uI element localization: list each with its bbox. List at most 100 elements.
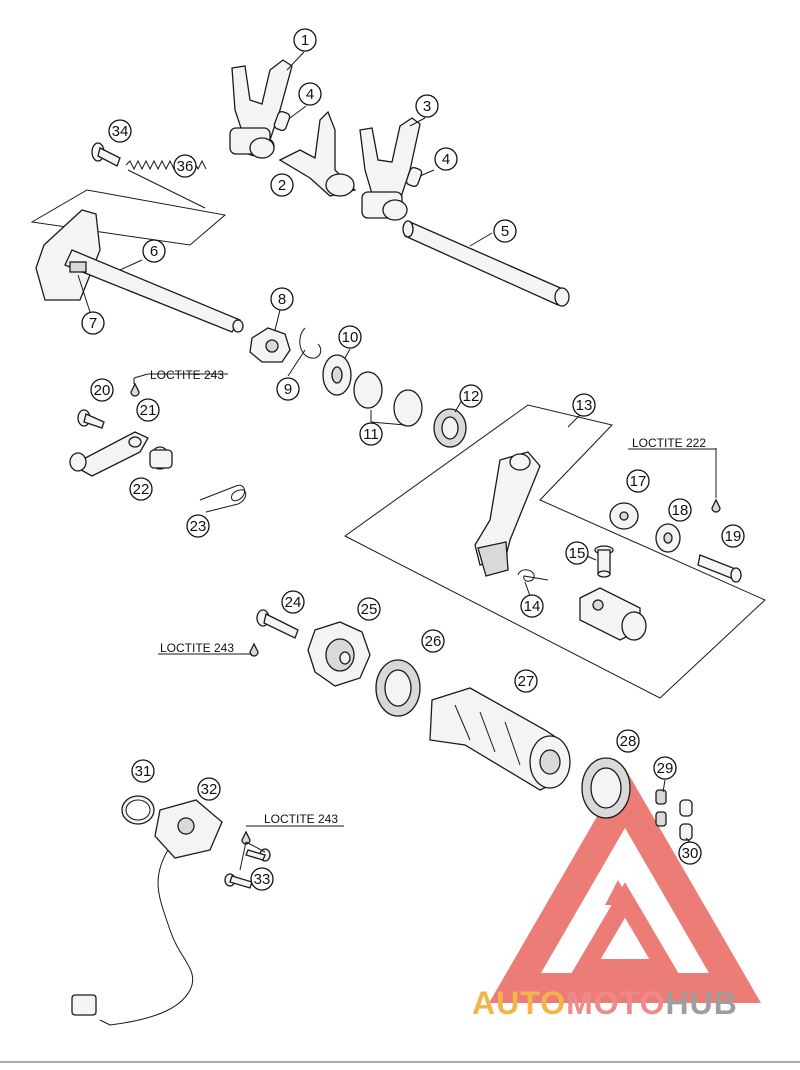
svg-text:4: 4 xyxy=(442,151,450,168)
wordmark-auto: AUTO xyxy=(472,985,566,1021)
dowel-pins-29 xyxy=(655,789,667,827)
svg-text:3: 3 xyxy=(423,98,431,115)
shift-drum-cam-25 xyxy=(307,621,371,687)
shift-shaft-group-box xyxy=(30,189,227,246)
gear-sensor-32 xyxy=(71,799,223,1026)
svg-text:18: 18 xyxy=(672,502,689,519)
callout-2: 2 xyxy=(270,173,294,197)
loctite-drop-20 xyxy=(130,382,140,397)
callout-27: 27 xyxy=(514,669,538,693)
loctite-label-20: LOCTITE 243 xyxy=(150,368,224,382)
washer-17 xyxy=(609,502,639,530)
svg-text:19: 19 xyxy=(725,528,742,545)
callout-12: 12 xyxy=(459,384,483,408)
spring-14 xyxy=(517,569,549,582)
svg-text:33: 33 xyxy=(254,871,271,888)
svg-text:21: 21 xyxy=(140,402,157,419)
callout-13: 13 xyxy=(572,393,596,417)
oil-seal-12 xyxy=(433,408,467,448)
svg-text:1: 1 xyxy=(301,32,309,49)
bolt-20 xyxy=(77,409,105,429)
svg-text:AUTOMOTOHUB: AUTOMOTOHUB xyxy=(472,985,738,1021)
callout-33: 33 xyxy=(250,867,274,891)
bearing-28 xyxy=(581,757,631,819)
callout-4b: 4 xyxy=(434,147,458,171)
washer-10 xyxy=(322,354,352,396)
svg-text:8: 8 xyxy=(278,291,286,308)
callout-32: 32 xyxy=(197,777,221,801)
wordmark-hub: HUB xyxy=(665,985,737,1021)
svg-text:11: 11 xyxy=(363,426,379,443)
svg-text:2: 2 xyxy=(278,177,286,194)
callout-19: 19 xyxy=(721,524,745,548)
shift-fork-2 xyxy=(278,110,357,197)
circlip-9 xyxy=(299,327,322,359)
callout-8: 8 xyxy=(270,287,294,311)
callout-36: 36 xyxy=(173,154,197,178)
callout-24: 24 xyxy=(281,590,305,614)
callout-26: 26 xyxy=(421,629,445,653)
bolt-19 xyxy=(697,554,742,583)
needle-bearing-11 xyxy=(353,371,423,427)
svg-text:22: 22 xyxy=(133,481,150,498)
bolt-33 xyxy=(224,848,271,889)
callout-6: 6 xyxy=(142,239,166,263)
svg-text:4: 4 xyxy=(306,86,314,103)
svg-text:10: 10 xyxy=(342,329,359,346)
callout-7: 7 xyxy=(81,311,105,335)
lock-washer-18 xyxy=(655,523,681,553)
shift-lever-group-box xyxy=(344,404,766,699)
loctite-label-24: LOCTITE 243 xyxy=(160,641,234,655)
callout-5: 5 xyxy=(493,219,517,243)
svg-text:29: 29 xyxy=(657,760,674,777)
callout-11: 11 xyxy=(359,422,383,446)
spring-23 xyxy=(199,484,247,513)
svg-text:23: 23 xyxy=(190,518,207,535)
callout-9: 9 xyxy=(276,377,300,401)
loctite-drop-33 xyxy=(241,830,251,845)
callout-17: 17 xyxy=(626,469,650,493)
callout-31: 31 xyxy=(131,759,155,783)
automotohub-wordmark: AUTOMOTOHUB xyxy=(472,985,738,1021)
dowel-pins-30 xyxy=(679,799,693,841)
callout-21: 21 xyxy=(136,398,160,422)
svg-text:20: 20 xyxy=(94,382,111,399)
shift-fork-3 xyxy=(359,117,421,221)
callout-25: 25 xyxy=(357,597,381,621)
locking-lever-21 xyxy=(69,431,149,477)
leader-lines xyxy=(77,51,717,871)
svg-text:17: 17 xyxy=(630,473,647,490)
callout-15: 15 xyxy=(565,541,589,565)
svg-text:26: 26 xyxy=(425,633,442,650)
svg-text:27: 27 xyxy=(518,673,535,690)
callout-22: 22 xyxy=(129,477,153,501)
callout-10: 10 xyxy=(338,325,362,349)
bolt-24 xyxy=(256,609,299,639)
automotohub-logo xyxy=(488,768,762,1003)
detent-bolt-34 xyxy=(91,142,121,167)
callout-29: 29 xyxy=(653,756,677,780)
pin-4a xyxy=(273,110,291,132)
svg-text:6: 6 xyxy=(150,243,158,260)
svg-text:36: 36 xyxy=(177,158,194,175)
svg-text:7: 7 xyxy=(89,315,97,332)
svg-text:15: 15 xyxy=(569,545,586,562)
callout-20: 20 xyxy=(90,378,114,402)
svg-text:30: 30 xyxy=(682,845,699,862)
svg-text:28: 28 xyxy=(620,733,637,750)
svg-text:32: 32 xyxy=(201,781,218,798)
callout-4a: 4 xyxy=(298,82,322,106)
callout-30: 30 xyxy=(678,841,702,865)
shift-lever-hub xyxy=(579,587,647,641)
callout-14: 14 xyxy=(520,594,544,618)
svg-text:24: 24 xyxy=(285,594,302,611)
loctite-drop-19 xyxy=(711,498,721,513)
callout-23: 23 xyxy=(186,514,210,538)
svg-text:31: 31 xyxy=(135,763,152,780)
svg-text:14: 14 xyxy=(524,598,541,615)
svg-text:12: 12 xyxy=(463,388,480,405)
callout-28: 28 xyxy=(616,729,640,753)
svg-text:5: 5 xyxy=(501,223,509,240)
svg-text:9: 9 xyxy=(284,381,292,398)
